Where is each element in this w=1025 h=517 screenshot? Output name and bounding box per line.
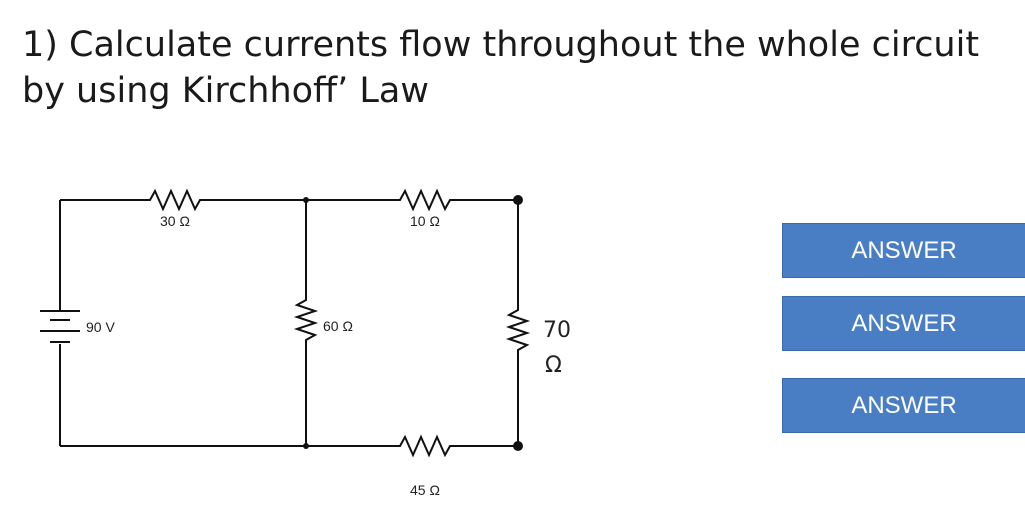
junction-dot [303, 197, 309, 203]
r4-value: 70 [543, 318, 571, 343]
junction-dot [303, 443, 309, 449]
r5-label: 45 Ω [410, 482, 440, 498]
wire-bottom-right [306, 434, 518, 458]
junction-dot [513, 441, 523, 451]
circuit-diagram: 90 V 30 Ω 10 Ω 60 Ω 70 Ω 45 Ω [40, 188, 571, 498]
answer-button-3[interactable]: ANSWER [782, 378, 1025, 433]
wire-top-left [60, 188, 306, 212]
wire-middle-branch [293, 200, 319, 446]
wire-right-branch [505, 200, 531, 446]
answer-button-1[interactable]: ANSWER [782, 223, 1025, 278]
r3-label: 60 Ω [323, 318, 353, 334]
r1-label: 30 Ω [160, 213, 190, 229]
question-title: 1) Calculate currents flow throughout th… [22, 25, 980, 111]
source-label: 90 V [86, 319, 115, 335]
r4-unit: Ω [545, 353, 562, 378]
answer-button-2[interactable]: ANSWER [782, 296, 1025, 351]
junction-dot [513, 195, 523, 205]
r2-label: 10 Ω [410, 213, 440, 229]
battery-symbol [40, 310, 80, 343]
wire-top-right [306, 188, 518, 212]
